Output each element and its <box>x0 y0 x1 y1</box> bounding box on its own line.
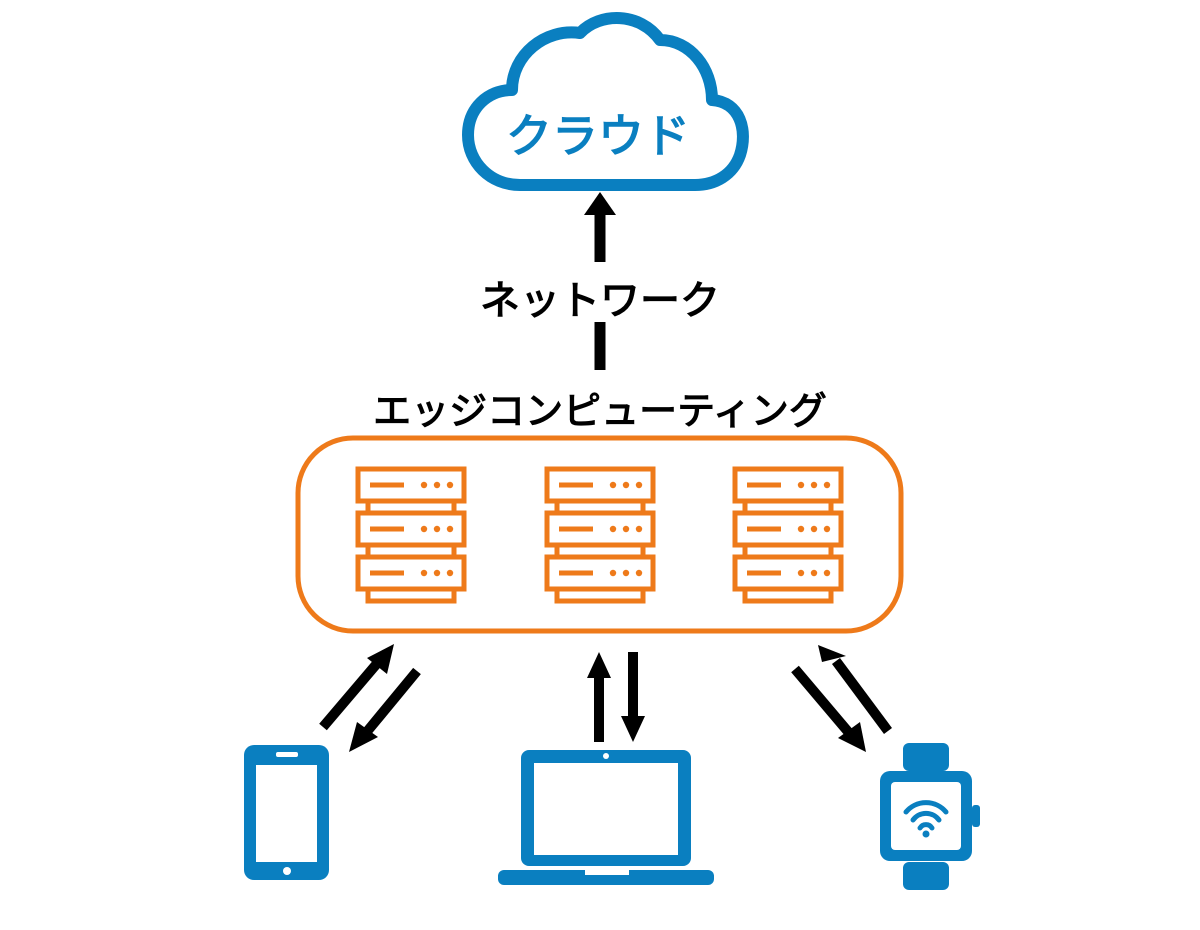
laptop-icon <box>498 750 714 885</box>
smartwatch-arrows <box>791 645 893 752</box>
smartphone-arrows <box>319 644 421 752</box>
server-rack-icon-3 <box>735 469 841 601</box>
edge-computing-label: エッジコンピューティング <box>373 389 827 433</box>
network-label: ネットワーク <box>480 278 720 324</box>
network-arrow <box>584 192 616 370</box>
cloud-icon <box>462 12 749 191</box>
laptop-arrows <box>587 652 645 742</box>
smartphone-icon <box>244 745 329 880</box>
smartwatch-wifi-icon <box>880 743 980 890</box>
wifi-icon <box>903 800 949 838</box>
server-rack-icon-1 <box>358 469 464 601</box>
cloud-label: クラウド <box>506 109 690 163</box>
server-rack-icon-2 <box>547 469 653 601</box>
